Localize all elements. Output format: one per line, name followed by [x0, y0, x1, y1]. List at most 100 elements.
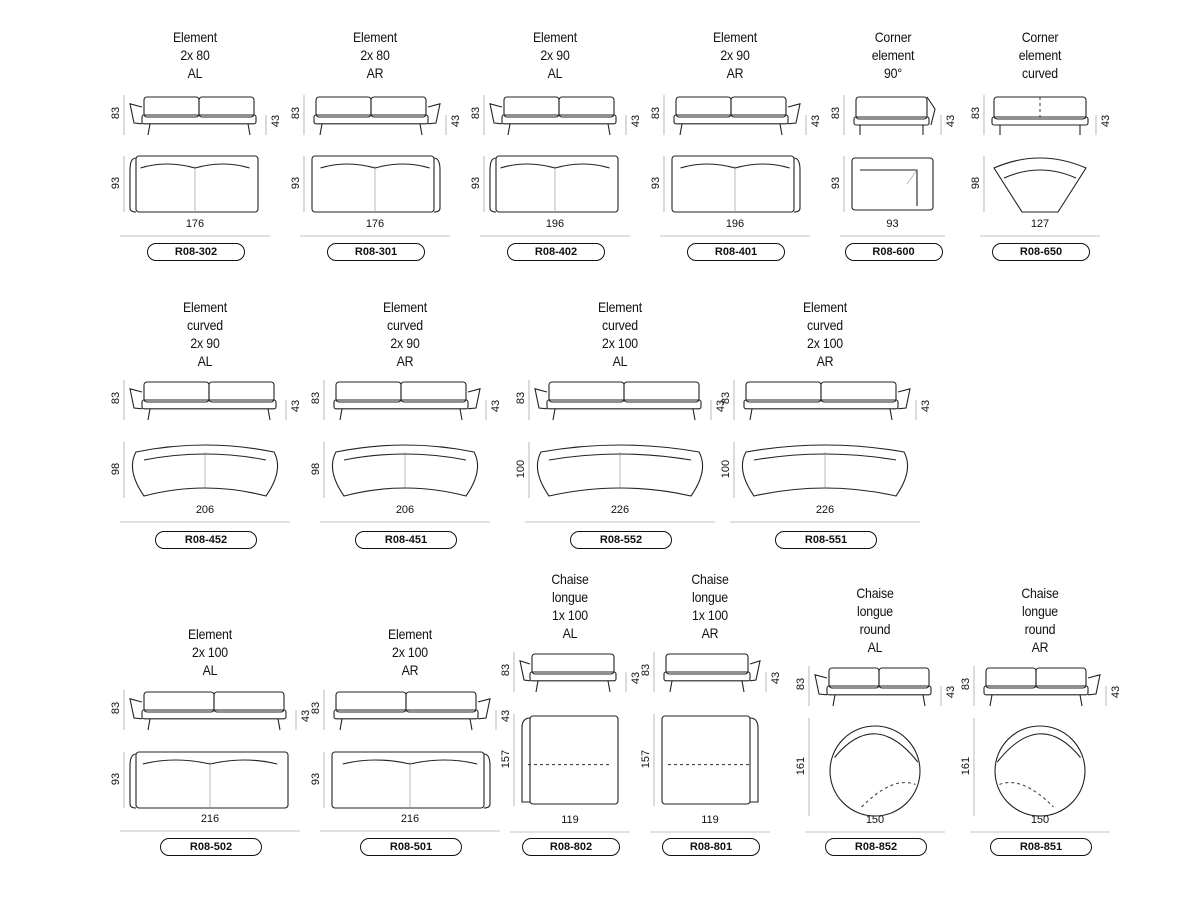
height-dimension: 83: [720, 391, 732, 405]
front-view-outline: [489, 96, 617, 136]
depth-dimension-line: [323, 442, 325, 498]
width-dimension: 93: [886, 218, 899, 230]
title-line: AR: [401, 662, 419, 678]
seat-height-dimension-line: [765, 672, 767, 692]
front-view: [333, 381, 481, 421]
height-dimension: 83: [795, 677, 807, 691]
width-dimension-line: [510, 831, 630, 833]
depth-dimension-line: [483, 156, 485, 212]
width-dimension-line: [320, 830, 500, 832]
product-code-badge: R08-502: [160, 838, 262, 856]
title-line: AL: [202, 662, 218, 678]
plan-view: [661, 715, 759, 805]
seat-height-dimension: 43: [630, 114, 642, 128]
height-dimension: 83: [830, 106, 842, 120]
title-line: element: [1018, 47, 1062, 63]
seat-height-dimension: 43: [1100, 114, 1112, 128]
title-line: AL: [547, 65, 563, 81]
front-view-outline: [814, 667, 932, 707]
front-view: [663, 653, 761, 693]
depth-dimension: 161: [795, 756, 807, 776]
front-view-outline: [129, 96, 257, 136]
plan-view: [851, 157, 934, 211]
title-line: Chaise: [551, 571, 589, 587]
title-line: 2x 100: [392, 644, 428, 660]
plan-view-outline: [129, 155, 259, 213]
plan-view: [129, 155, 259, 213]
title-line: AL: [612, 353, 628, 369]
height-dimension-line: [303, 95, 305, 135]
plan-view-outline: [851, 157, 934, 211]
title-line: 1x 100: [692, 607, 728, 623]
title-line: curved: [387, 317, 423, 333]
plan-view: [489, 155, 619, 213]
depth-dimension-line: [808, 718, 810, 816]
plan-view-outline: [131, 444, 279, 497]
seat-height-dimension-line: [285, 400, 287, 420]
product-code-badge: R08-302: [147, 243, 245, 261]
seat-height-dimension: 43: [450, 114, 462, 128]
width-dimension: 216: [200, 813, 220, 825]
seat-height-dimension-line: [940, 686, 942, 706]
title-line: longue: [1022, 603, 1058, 619]
front-view-outline: [673, 96, 801, 136]
seat-height-dimension-line: [625, 115, 627, 135]
width-dimension-line: [525, 521, 715, 523]
width-dimension-line: [840, 235, 945, 237]
title-line: curved: [187, 317, 223, 333]
seat-height-dimension: 43: [810, 114, 822, 128]
seat-height-dimension-line: [1105, 686, 1107, 706]
width-dimension-line: [480, 235, 630, 237]
title-line: 2x 100: [807, 335, 843, 351]
plan-view: [829, 725, 921, 817]
depth-dimension-line: [123, 752, 125, 808]
plan-view-outline: [311, 155, 441, 213]
title-line: 2x 100: [192, 644, 228, 660]
plan-view: [536, 444, 704, 497]
width-dimension-line: [980, 235, 1100, 237]
height-dimension-line: [653, 652, 655, 692]
height-dimension-line: [123, 380, 125, 420]
front-view-outline: [663, 653, 761, 693]
depth-dimension: 157: [640, 749, 652, 769]
title-line: Element: [388, 626, 432, 642]
seat-height-dimension-line: [805, 115, 807, 135]
depth-dimension: 100: [515, 459, 527, 479]
height-dimension-line: [513, 652, 515, 692]
title-line: longue: [552, 589, 588, 605]
title-line: Chaise: [1021, 585, 1059, 601]
width-dimension: 206: [395, 504, 415, 516]
seat-height-dimension: 43: [945, 685, 957, 699]
plan-view-outline: [993, 157, 1087, 213]
front-view-outline: [983, 667, 1101, 707]
plan-view-outline: [331, 444, 479, 497]
seat-height-dimension: 43: [270, 114, 282, 128]
width-dimension: 196: [545, 218, 565, 230]
seat-height-dimension: 43: [490, 399, 502, 413]
front-view-outline: [519, 653, 617, 693]
title-line: 2x 90: [540, 47, 570, 63]
front-view-outline: [743, 381, 911, 421]
product-code-badge: R08-650: [992, 243, 1090, 261]
width-dimension-line: [120, 830, 300, 832]
seat-height-dimension-line: [940, 115, 942, 135]
depth-dimension: 157: [500, 749, 512, 769]
front-view: [313, 96, 441, 136]
depth-dimension: 98: [110, 462, 122, 476]
depth-dimension-line: [323, 752, 325, 808]
height-dimension: 83: [960, 677, 972, 691]
depth-dimension-line: [528, 442, 530, 498]
depth-dimension: 93: [650, 176, 662, 190]
title-line: AR: [816, 353, 834, 369]
plan-view-outline: [671, 155, 801, 213]
depth-dimension: 93: [290, 176, 302, 190]
plan-view: [741, 444, 909, 497]
depth-dimension: 93: [830, 176, 842, 190]
title-line: Element: [353, 29, 397, 45]
width-dimension-line: [120, 235, 270, 237]
width-dimension: 150: [1030, 814, 1050, 826]
